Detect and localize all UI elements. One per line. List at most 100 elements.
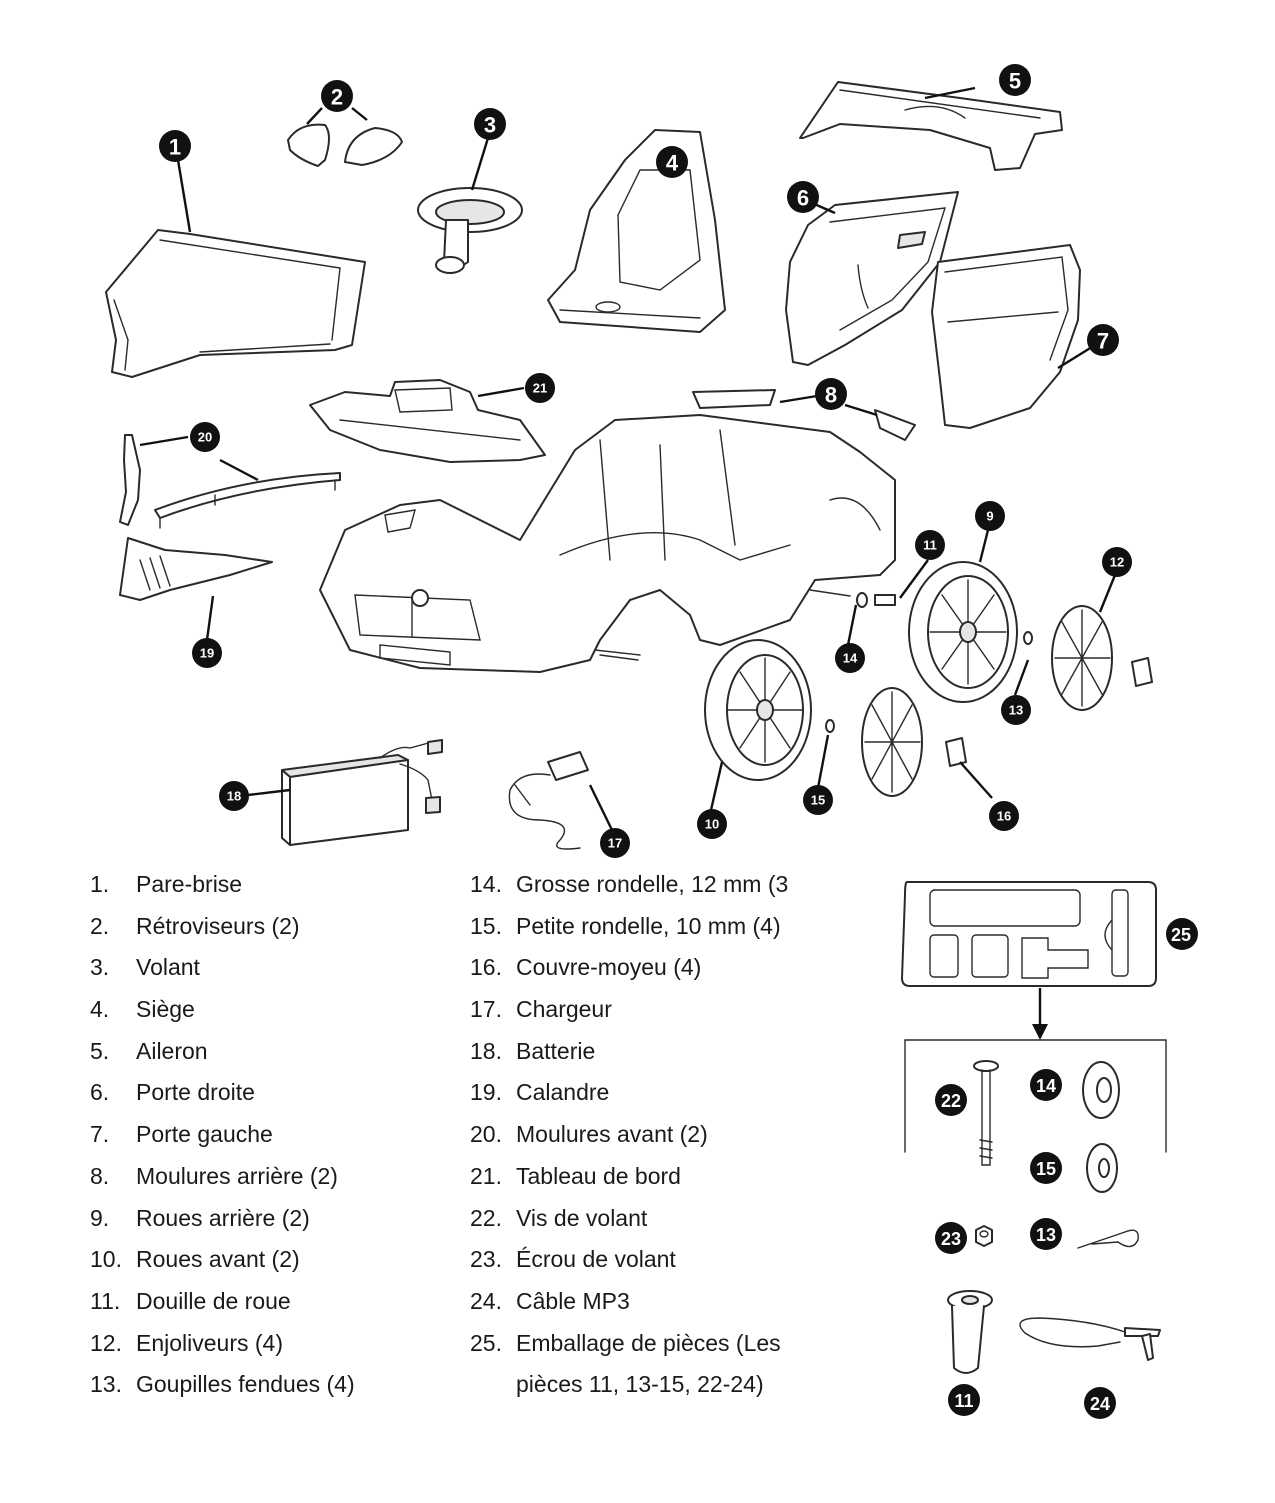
svg-text:11: 11 bbox=[923, 538, 937, 553]
legend-item: 6.Porte droite bbox=[90, 1072, 355, 1114]
legend-label: Chargeur bbox=[516, 996, 612, 1023]
legend-number: 7. bbox=[90, 1121, 110, 1148]
legend-label: Câble MP3 bbox=[516, 1287, 630, 1314]
seat-part bbox=[547, 129, 726, 333]
hubcaps-part bbox=[861, 605, 1113, 797]
svg-text:9: 9 bbox=[986, 509, 993, 524]
mp3-cable-24 bbox=[1019, 1317, 1161, 1361]
legend-number: 13. bbox=[90, 1371, 122, 1398]
legend-number: 20. bbox=[470, 1121, 502, 1148]
grille-part bbox=[119, 537, 273, 601]
svg-text:5: 5 bbox=[1009, 69, 1021, 94]
legend-item: 19.Calandre bbox=[470, 1072, 788, 1114]
legend-number: 2. bbox=[90, 912, 110, 939]
callout-2: 2 bbox=[321, 80, 353, 112]
callout-5: 5 bbox=[999, 64, 1031, 96]
svg-text:13: 13 bbox=[1036, 1225, 1056, 1245]
legend-item-continuation: pièces 11, 13-15, 22-24) bbox=[470, 1364, 788, 1406]
legend-item: 13. Goupilles fendues (4) bbox=[90, 1364, 355, 1406]
callout-6: 6 bbox=[787, 181, 819, 213]
washer-15 bbox=[1086, 1143, 1118, 1193]
callout-3: 3 bbox=[474, 108, 506, 140]
legend-number: 21. bbox=[470, 1162, 502, 1189]
legend-number: 10. bbox=[90, 1246, 122, 1273]
legend-label: Roues avant (2) bbox=[136, 1246, 300, 1273]
legend-item: 16. Couvre-moyeu (4) bbox=[470, 947, 788, 989]
right-door-part bbox=[785, 191, 959, 366]
legend-label: Roues arrière (2) bbox=[136, 1204, 310, 1231]
callout-20: 20 bbox=[190, 422, 220, 452]
spoiler-part bbox=[799, 81, 1063, 171]
svg-text:15: 15 bbox=[1036, 1159, 1056, 1179]
legend-number: 5. bbox=[90, 1037, 110, 1064]
callout-17: 17 bbox=[600, 828, 630, 858]
legend-label: Volant bbox=[136, 954, 200, 981]
svg-text:13: 13 bbox=[1009, 703, 1023, 718]
front-moldings-part bbox=[119, 434, 341, 529]
legend-number: 9. bbox=[90, 1204, 110, 1231]
screw-22 bbox=[973, 1060, 999, 1166]
legend-number: 6. bbox=[90, 1079, 110, 1106]
svg-text:17: 17 bbox=[608, 836, 622, 851]
parts-tray bbox=[901, 881, 1157, 987]
svg-text:15: 15 bbox=[811, 793, 825, 808]
legend-label: Goupilles fendues (4) bbox=[136, 1371, 355, 1398]
legend-number: 25. bbox=[470, 1329, 502, 1356]
callout-13: 13 bbox=[1001, 695, 1031, 725]
callout-23: 23 bbox=[935, 1222, 967, 1254]
svg-text:10: 10 bbox=[705, 817, 719, 832]
callout-16: 16 bbox=[989, 801, 1019, 831]
legend-item: 20. Moulures avant (2) bbox=[470, 1114, 788, 1156]
legend-label: Vis de volant bbox=[516, 1204, 648, 1231]
legend-number: 1. bbox=[90, 871, 110, 897]
legend-item: 25.Emballage de pièces (Les bbox=[470, 1323, 788, 1365]
callout-11: 11 bbox=[915, 530, 945, 560]
legend-label: Couvre-moyeu (4) bbox=[516, 954, 702, 981]
svg-text:14: 14 bbox=[843, 651, 858, 666]
legend-number: 22. bbox=[470, 1204, 502, 1231]
legend-label: Tableau de bord bbox=[516, 1162, 681, 1189]
callout-25: 25 bbox=[1166, 918, 1198, 950]
legend-item: 14.Grosse rondelle, 12 mm (3 bbox=[470, 864, 788, 906]
legend-label: Rétroviseurs (2) bbox=[136, 912, 300, 939]
callout-14: 14 bbox=[835, 643, 865, 673]
legend-item: 8.Moulures arrière (2) bbox=[90, 1156, 355, 1198]
legend-item: 10. Roues avant (2) bbox=[90, 1239, 355, 1281]
callout-18: 18 bbox=[219, 781, 249, 811]
legend-number: 3. bbox=[90, 954, 110, 981]
legend-number: 17. bbox=[470, 996, 502, 1023]
callout-19: 19 bbox=[192, 638, 222, 668]
legend-item: 4.Siège bbox=[90, 989, 355, 1031]
callout-7: 7 bbox=[1087, 324, 1119, 356]
callout-8: 8 bbox=[815, 378, 847, 410]
legend-label: Moulures avant (2) bbox=[516, 1121, 708, 1148]
legend-number: 4. bbox=[90, 996, 110, 1023]
hub-covers-part bbox=[945, 657, 1153, 767]
legend-number: 23. bbox=[470, 1246, 502, 1273]
legend-item: 21. Tableau de bord bbox=[470, 1156, 788, 1198]
callout-9: 9 bbox=[975, 501, 1005, 531]
svg-text:16: 16 bbox=[997, 809, 1011, 824]
legend-item: 1. Pare-brise bbox=[90, 864, 355, 906]
charger-part bbox=[508, 751, 589, 850]
legend-number: 14. bbox=[470, 871, 502, 897]
legend-number: 16. bbox=[470, 954, 502, 981]
legend-number: 19. bbox=[470, 1079, 502, 1106]
legend-number: 18. bbox=[470, 1037, 502, 1064]
legend-label: Aileron bbox=[136, 1037, 208, 1064]
svg-text:24: 24 bbox=[1090, 1394, 1110, 1414]
legend-item: 3. Volant bbox=[90, 947, 355, 989]
dashboard-part bbox=[309, 379, 546, 463]
svg-text:23: 23 bbox=[941, 1229, 961, 1249]
legend-label: Porte gauche bbox=[136, 1121, 273, 1148]
callout-15: 15 bbox=[803, 785, 833, 815]
legend-label: Moulures arrière (2) bbox=[136, 1162, 338, 1189]
svg-text:6: 6 bbox=[797, 186, 809, 211]
legend-label: Pare-brise bbox=[136, 871, 243, 897]
legend-item: 23.Écrou de volant bbox=[470, 1239, 788, 1281]
legend-number: 24. bbox=[470, 1287, 502, 1314]
legend-item: 11.Douille de roue bbox=[90, 1281, 355, 1323]
callout-21: 21 bbox=[525, 373, 555, 403]
callout-10: 10 bbox=[697, 809, 727, 839]
